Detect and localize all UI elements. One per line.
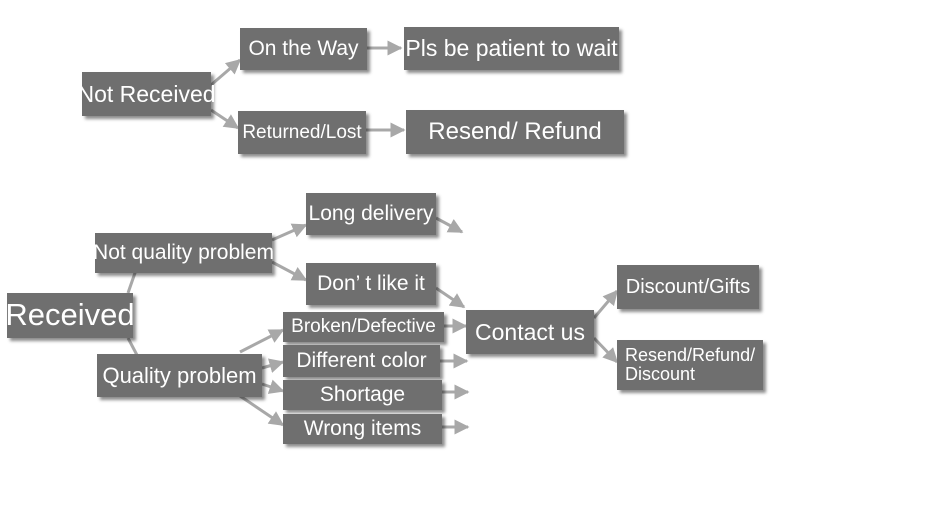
node-discount-gifts: Discount/Gifts <box>617 265 759 309</box>
node-pls-wait: Pls be patient to wait <box>404 27 619 70</box>
node-not-received: Not Received <box>77 72 216 116</box>
arrow-notreceived-ontheway <box>210 58 242 87</box>
line-received-notquality <box>126 269 138 294</box>
arrow-quality-different <box>261 358 285 373</box>
node-not-quality-problem: Not quality problem <box>93 233 274 273</box>
node-resend-refund-discount: Resend/Refund/ Discount <box>617 340 763 390</box>
node-wrong-items: Wrong items <box>283 414 442 444</box>
node-long-delivery: Long delivery <box>306 193 436 235</box>
arrow-notquality-long <box>271 223 308 242</box>
arrow-notreceived-returned <box>210 108 240 130</box>
arrow-notquality-dont <box>271 260 308 282</box>
node-dont-like-it: Don’ t like it <box>306 263 436 305</box>
node-resend-refund-discount-line2: Discount <box>625 364 696 384</box>
node-resend-refund: Resend/ Refund <box>406 110 624 154</box>
line-received-quality <box>126 337 140 358</box>
arrow-dont-contact <box>435 286 466 309</box>
node-quality-problem: Quality problem <box>97 354 262 397</box>
arrow-quality-wrong <box>239 394 285 427</box>
node-contact-us: Contact us <box>466 310 594 354</box>
node-on-the-way: On the Way <box>240 28 367 70</box>
node-broken-defective: Broken/Defective <box>283 312 444 342</box>
arrow-quality-broken <box>239 328 285 354</box>
node-returned-lost: Returned/Lost <box>238 111 366 154</box>
arrow-contact-resend <box>592 336 619 364</box>
node-resend-refund-discount-line1: Resend/Refund/ <box>625 345 756 366</box>
node-received: Received <box>5 293 135 338</box>
node-different-color: Different color <box>283 345 440 377</box>
node-shortage: Shortage <box>283 380 442 410</box>
arrow-long-out <box>435 216 464 234</box>
arrow-contact-discount <box>592 289 619 319</box>
arrow-quality-shortage <box>261 379 285 394</box>
